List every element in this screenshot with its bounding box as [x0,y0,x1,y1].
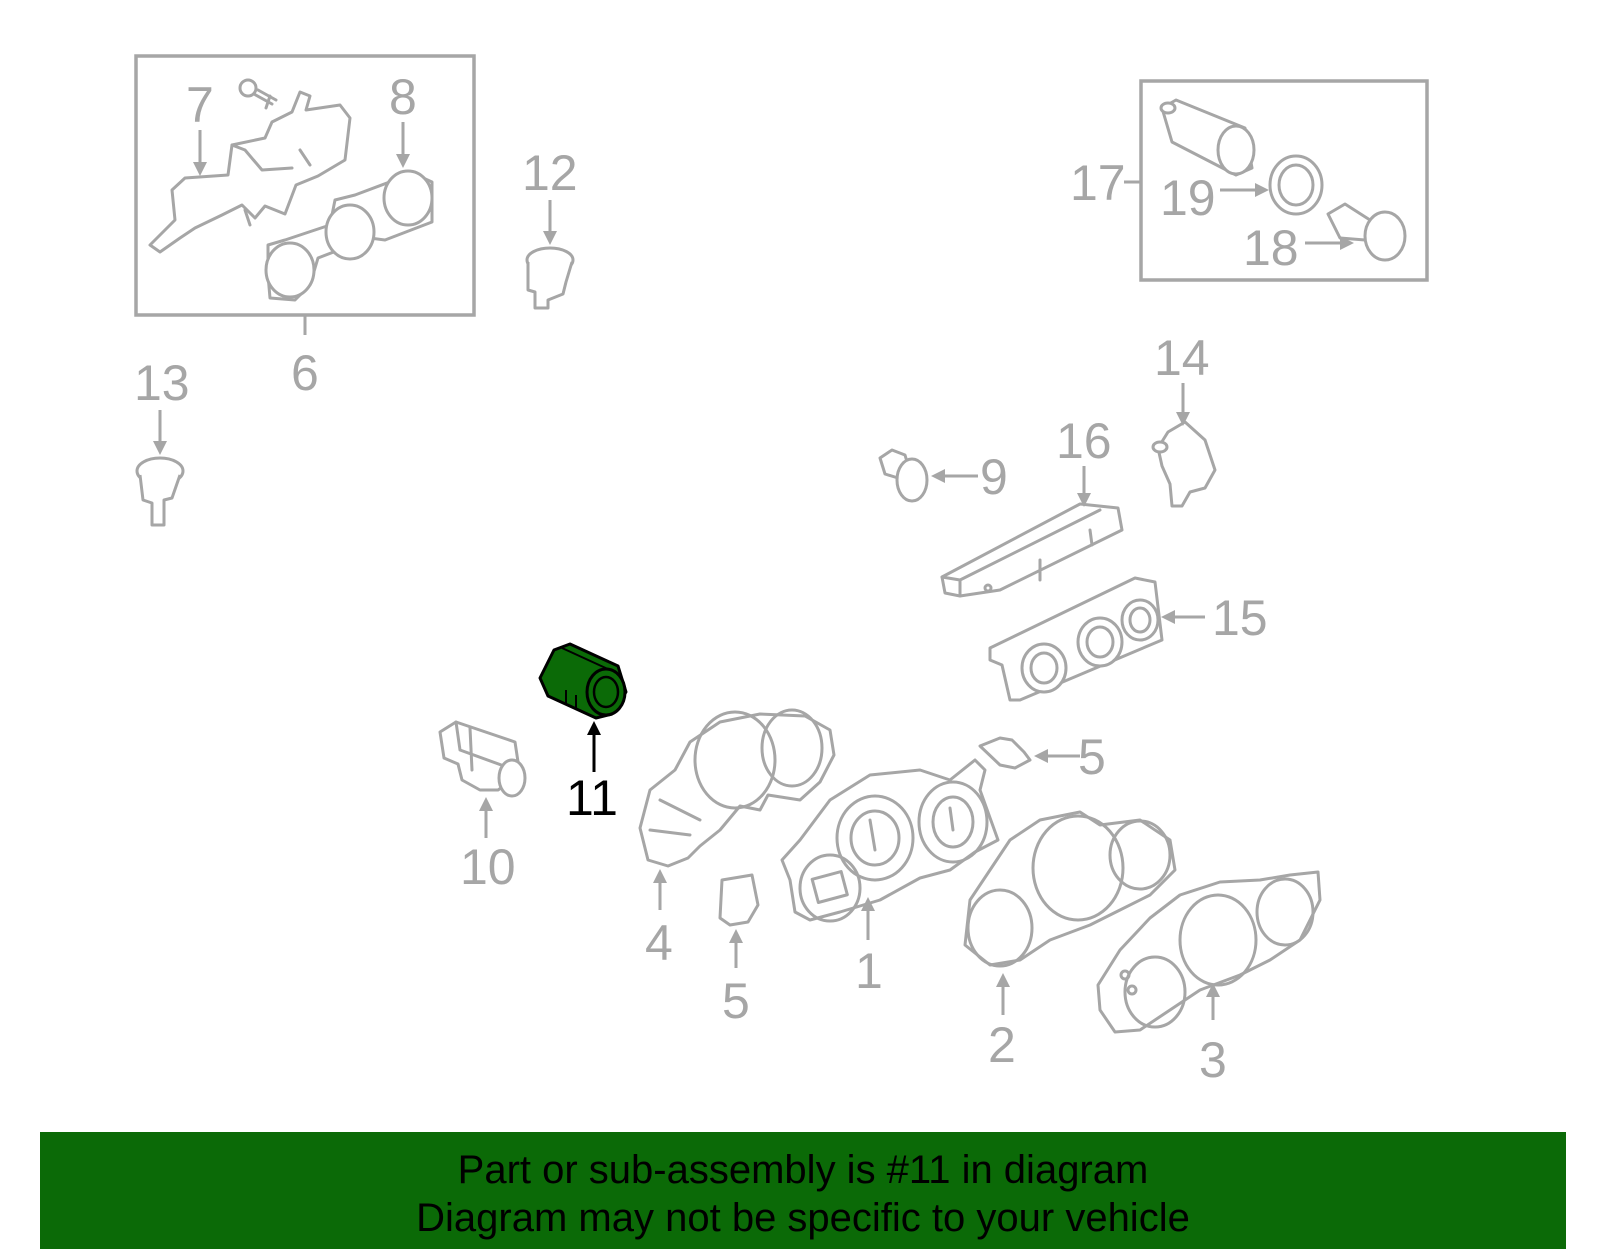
part-3-cluster-frame[interactable] [1096,870,1322,1034]
callout-14: 14 [1154,330,1210,386]
banner-line-1: Part or sub-assembly is #11 in diagram [457,1148,1149,1192]
callout-10: 10 [460,839,516,895]
screw-icon [238,78,278,110]
callout-1: 1 [855,943,883,999]
callout-8: 8 [389,69,417,125]
callout-5-lower: 5 [722,973,750,1029]
part-1-instrument-cluster[interactable] [780,758,1000,923]
callout-11: 11 [566,770,618,826]
callout-7: 7 [186,77,214,133]
part-5-plate-upper[interactable] [978,736,1032,770]
part-18-plug[interactable] [1326,202,1407,262]
group-box-6 [134,54,476,335]
callout-2: 2 [988,1017,1016,1073]
part-16-module[interactable] [940,502,1124,598]
part-11-highlighted[interactable] [538,642,628,720]
callout-17: 17 [1070,155,1126,211]
callout-5-upper: 5 [1078,729,1106,785]
part-19-ring[interactable] [1268,154,1324,216]
part-8-knob-cluster[interactable] [264,169,434,302]
part-10-switch[interactable] [438,720,527,798]
callout-18: 18 [1243,220,1299,276]
part-9-clip[interactable] [878,448,929,503]
callout-19: 19 [1160,170,1216,226]
callout-3: 3 [1199,1032,1227,1088]
part-14-sensor[interactable] [1151,420,1217,508]
leader-lines [153,122,1354,1020]
callout-labels: 7 8 6 12 13 17 19 18 14 16 9 15 5 10 4 5… [134,69,1299,1088]
callout-16: 16 [1056,413,1112,469]
part-12-clip[interactable] [525,246,575,310]
part-7-bracket[interactable] [148,90,352,254]
callout-6: 6 [291,345,319,401]
part-2-cluster-housing[interactable] [963,810,1177,968]
part-13-clip[interactable] [135,456,185,527]
part-17-socket[interactable] [1159,98,1256,177]
banner-line-2: Diagram may not be specific to your vehi… [416,1196,1190,1240]
callout-13: 13 [134,355,190,411]
group-box-17 [1124,79,1429,282]
part-15-control-panel[interactable] [988,576,1164,702]
part-4-bezel[interactable] [638,708,836,868]
callout-15: 15 [1212,590,1268,646]
info-banner: Part or sub-assembly is #11 in diagram D… [40,1132,1566,1249]
callout-4: 4 [645,915,673,971]
callout-9: 9 [980,449,1008,505]
part-5-plate-lower[interactable] [718,873,760,927]
callout-12: 12 [522,145,578,201]
